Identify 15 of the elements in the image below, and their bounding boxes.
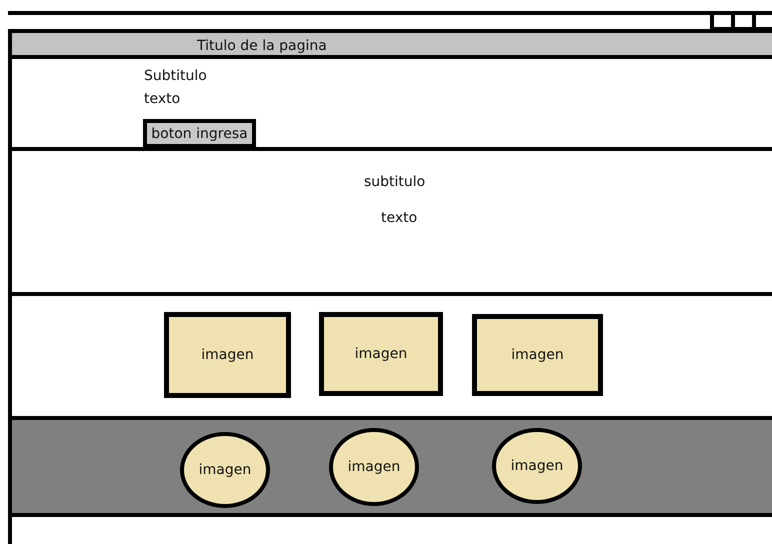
image-frame xyxy=(472,314,603,396)
login-button: boton ingresa xyxy=(143,119,256,148)
image-label: imagen xyxy=(201,347,254,363)
image-frame xyxy=(164,312,291,398)
image-label: imagen xyxy=(354,346,408,362)
image-label: imagen xyxy=(198,462,252,478)
image-label: imagen xyxy=(348,459,400,475)
footer-section xyxy=(8,513,772,544)
image-frame xyxy=(319,312,443,396)
image-label: imagen xyxy=(511,347,564,363)
body-text: texto xyxy=(144,92,180,108)
body-text: texto xyxy=(381,211,418,226)
subtitle: subtitulo xyxy=(364,175,426,190)
image-label: imagen xyxy=(510,458,564,474)
subtitle: Subtitulo xyxy=(144,69,207,84)
